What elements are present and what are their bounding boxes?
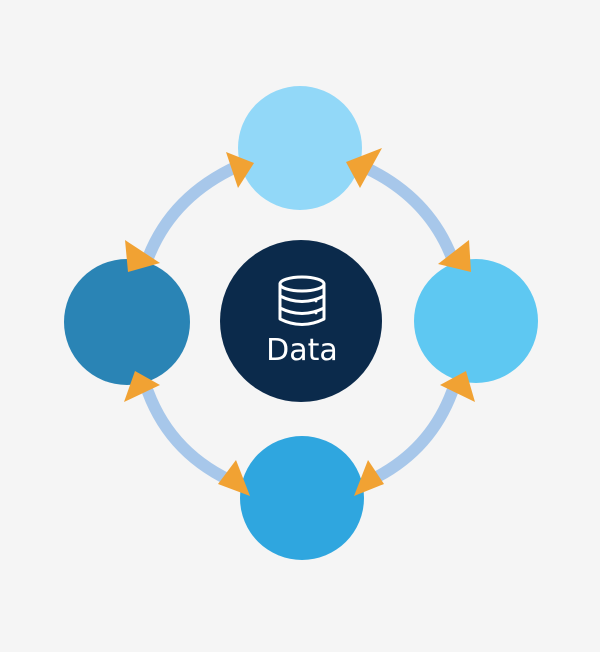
arrowhead-right-bottom-icon: [440, 371, 475, 402]
arrow-shaft-top-right: [356, 160, 458, 264]
node-right: [414, 259, 538, 383]
arrowhead-top-left-icon: [226, 152, 254, 188]
arrowhead-left-bottom-icon: [124, 371, 160, 402]
node-top: [238, 86, 362, 210]
arrowhead-bottom-right-icon: [354, 460, 384, 496]
node-bottom: [240, 436, 364, 560]
arrowhead-right-top-icon: [438, 240, 471, 272]
database-icon: [278, 275, 326, 326]
center-label: Data: [266, 333, 338, 368]
center-node: [220, 240, 382, 402]
arrowhead-left-top-icon: [125, 240, 160, 272]
arrow-shaft-right-bottom: [356, 386, 458, 490]
arrow-heads: [124, 148, 475, 496]
node-left: [64, 259, 190, 385]
arrowhead-bottom-left-icon: [218, 460, 250, 496]
arrow-shaft-bottom-left: [142, 386, 244, 490]
arrowhead-top-right-icon: [346, 148, 382, 188]
arrow-shaft-left-top: [142, 160, 244, 264]
